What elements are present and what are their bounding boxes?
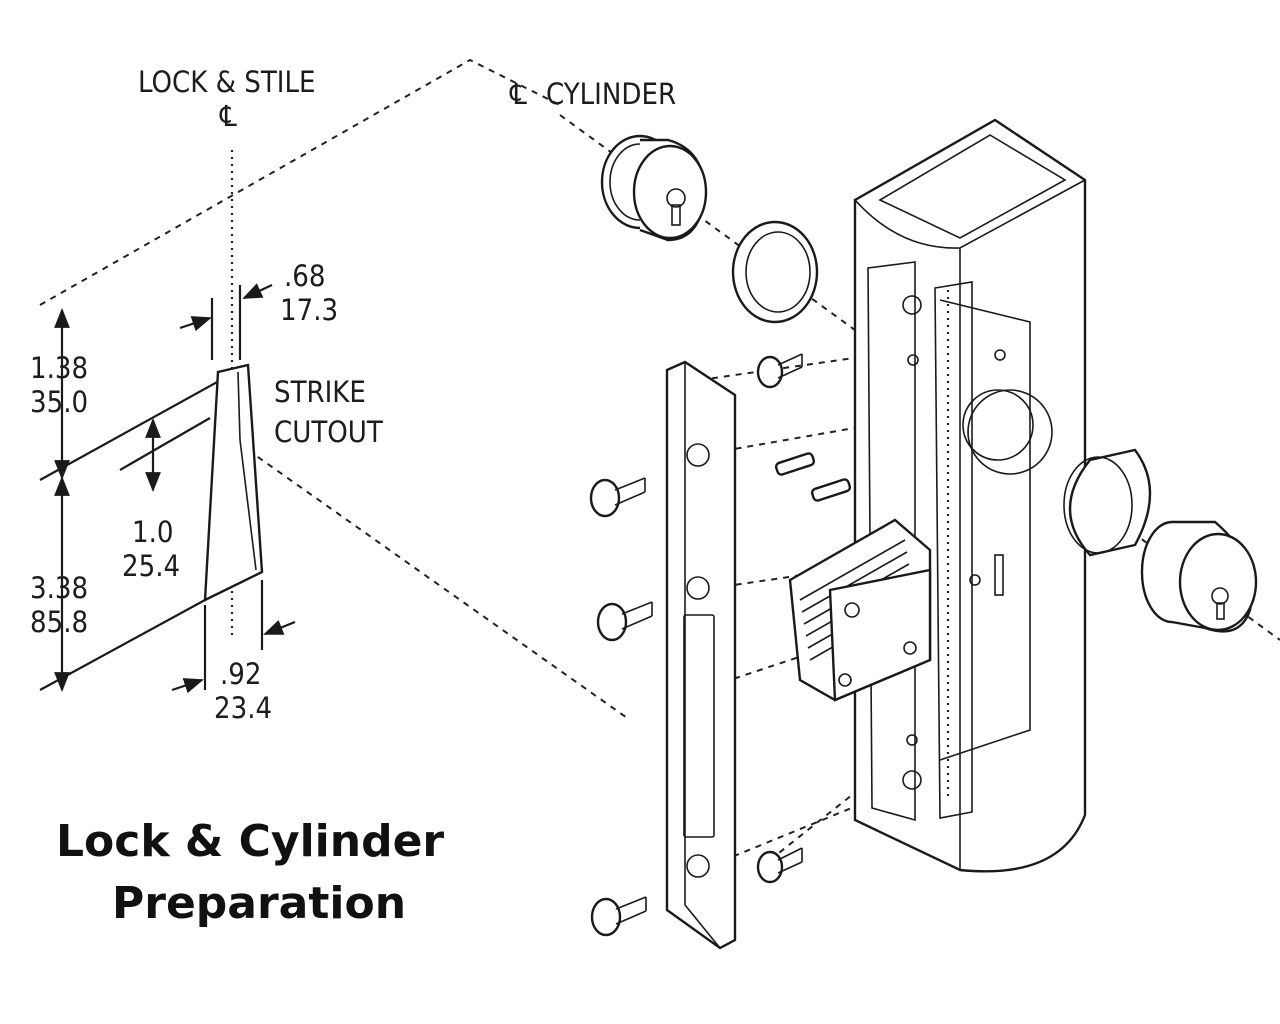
face-plate: [665, 360, 737, 950]
bottom-mm-label: 85.8: [30, 605, 88, 639]
width-in-label: .92: [220, 657, 261, 691]
mortise-cylinder-top: [600, 134, 708, 242]
extension-line: [119, 417, 211, 471]
strike-label-line2: CUTOUT: [274, 415, 384, 449]
cylinder-ring-right: [1063, 448, 1152, 557]
width-arrow-left: [171, 678, 204, 694]
screw-icon: [756, 847, 803, 884]
projection-line-bottom: [247, 449, 631, 721]
dimension-drawing: LOCK & STILE ℄ .68 17.3 1.38 35.0 STRIKE…: [30, 58, 631, 725]
screw-icon: [756, 353, 803, 389]
top-in-label: 1.38: [30, 351, 88, 385]
width-mm-label: 23.4: [214, 691, 272, 725]
screw-axis-line: [699, 779, 921, 871]
deadbolt-latch: [788, 518, 932, 702]
mid-mm-label: 25.4: [122, 549, 180, 583]
title-line-1: Lock & Cylinder: [56, 816, 444, 867]
cylinder-ring-top: [731, 220, 819, 324]
set-screw: [810, 478, 852, 502]
screw-icon: [590, 896, 647, 937]
offset-arrow-right: [242, 283, 273, 299]
lock-stile-label: LOCK & STILE: [138, 65, 315, 99]
offset-in-label: .68: [284, 259, 325, 293]
cylinder-centerline-symbol: ℄: [509, 77, 527, 111]
bolt-axis-line: [699, 649, 821, 691]
stile-tube: [853, 118, 1087, 873]
bottom-in-label: 3.38: [30, 571, 88, 605]
extension-line: [39, 364, 249, 481]
exploded-assembly: ℄ CYLINDER: [509, 77, 1280, 950]
strike-label-line1: STRIKE: [274, 375, 366, 409]
projection-line-top: [39, 58, 561, 306]
offset-mm-label: 17.3: [280, 293, 338, 327]
strike-cutout-shape: [203, 363, 264, 602]
screw-icon: [589, 477, 646, 518]
title-line-2: Preparation: [112, 878, 406, 929]
cylinder-label: CYLINDER: [546, 77, 676, 111]
mortise-cylinder-right: [1140, 520, 1258, 633]
offset-arrow-left: [179, 316, 212, 332]
screw-icon: [596, 601, 653, 642]
top-mm-label: 35.0: [30, 385, 88, 419]
strike-cutout-inner: [237, 371, 257, 571]
set-screw: [774, 452, 816, 476]
stile-centerline-symbol: ℄: [219, 99, 237, 133]
mid-in-label: 1.0: [132, 515, 173, 549]
width-arrow-right: [263, 620, 296, 636]
